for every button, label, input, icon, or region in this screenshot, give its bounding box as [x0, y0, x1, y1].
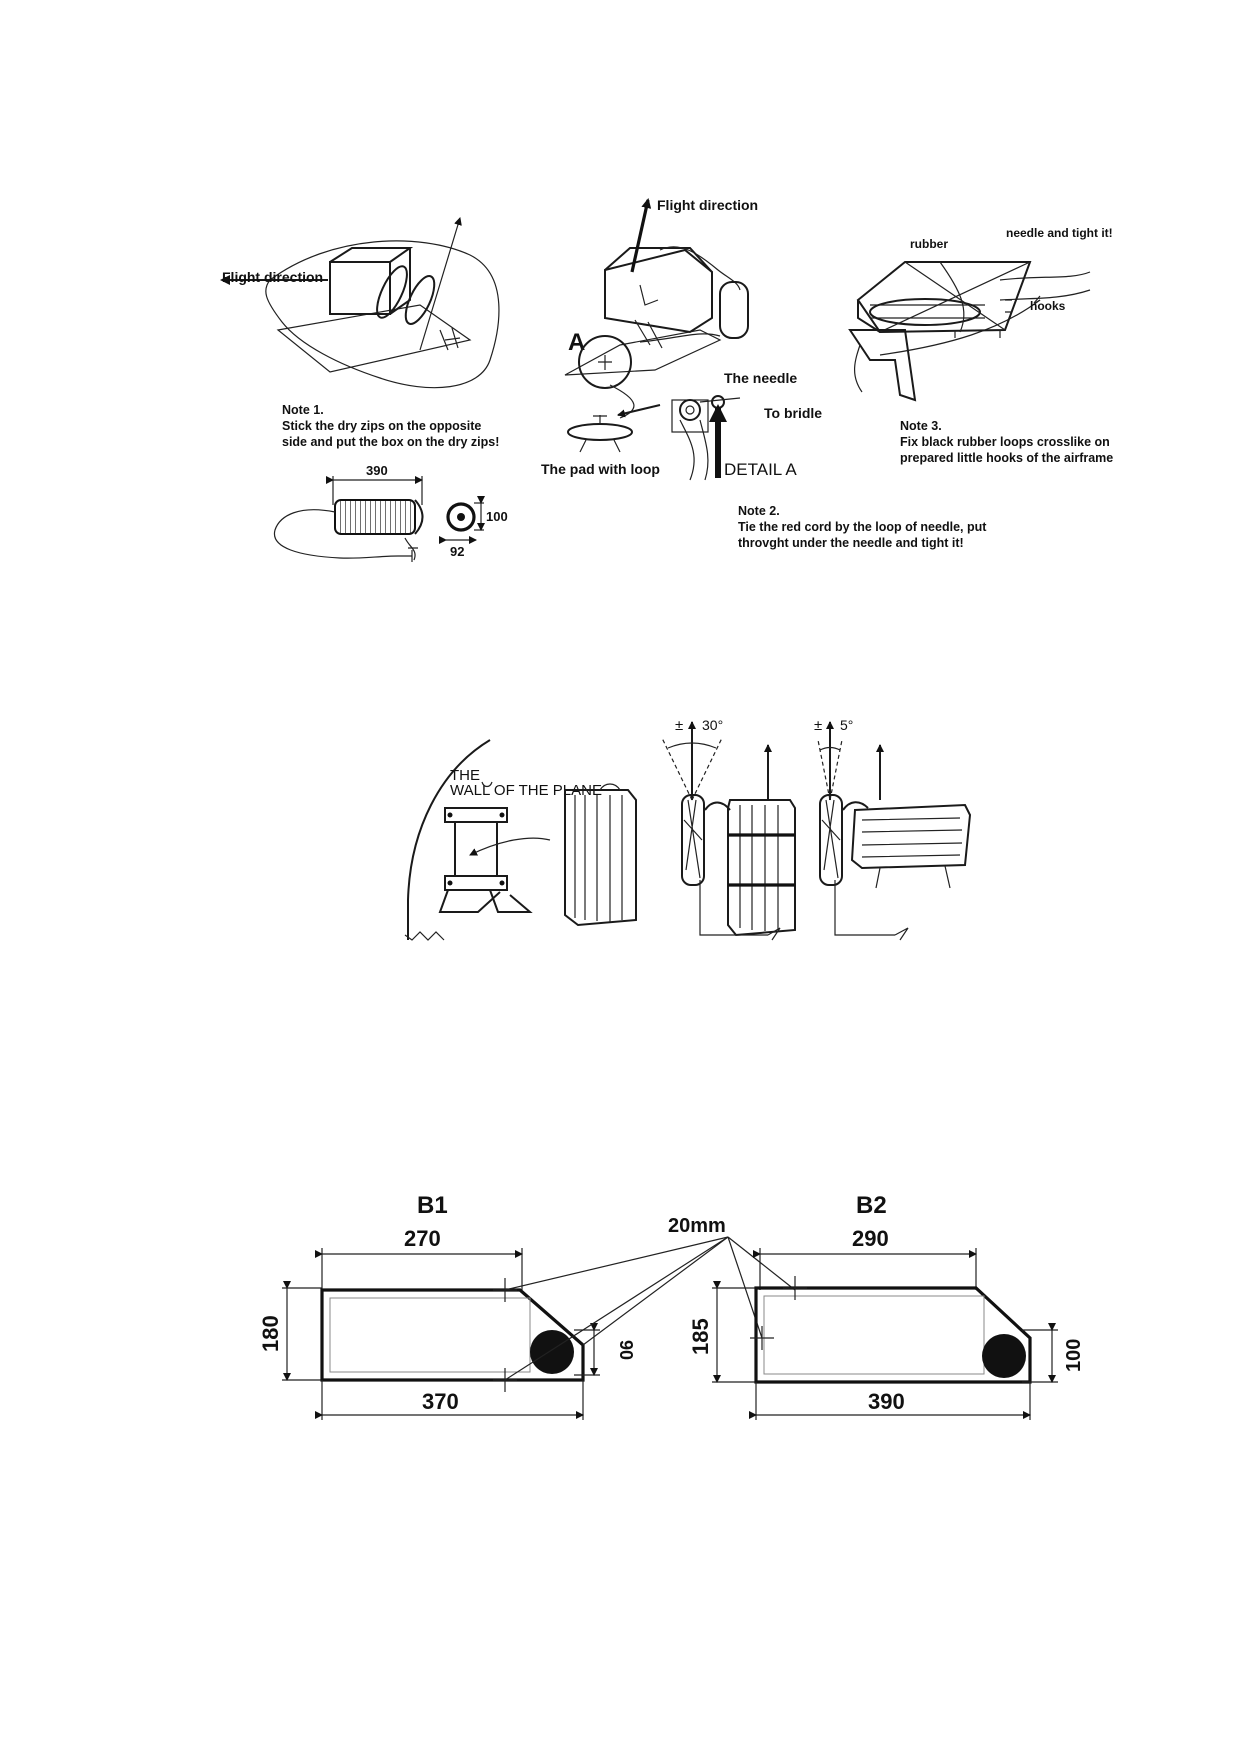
pad-label: The pad with loop — [541, 461, 660, 477]
roll-upright-2 — [819, 794, 843, 886]
bridle-label: To bridle — [764, 405, 822, 421]
label-20mm: 20mm — [668, 1215, 726, 1237]
b2-top-dim: 290 — [852, 1226, 889, 1251]
flight-direction-middle: Flight direction — [657, 197, 758, 213]
b1-left-dim: 180 — [258, 1315, 283, 1352]
b1-diagram: B1 270 180 90 370 — [258, 1192, 636, 1420]
dim-390-top-left: 390 — [366, 463, 388, 478]
note1-line1: Stick the dry zips on the opposite — [282, 419, 481, 433]
parachute-cylinder — [334, 499, 416, 535]
cylinder-roll — [376, 265, 408, 319]
top-left-illustration: Flight direction Note 1. Stick the dry z… — [220, 217, 508, 562]
b1-bottom-dim: 370 — [422, 1389, 459, 1414]
detail-marker-a: A — [568, 329, 585, 356]
note1-line2: side and put the box on the dry zips! — [282, 435, 499, 449]
b1-outline — [320, 1288, 585, 1382]
end-view-roll — [446, 502, 476, 532]
b2-circle — [982, 1334, 1026, 1378]
b2-left-dim: 185 — [688, 1318, 713, 1355]
mounting-illustration: THE WALL OF THE PLANE ± 30° — [404, 717, 972, 941]
b1-right-dim: 90 — [616, 1340, 636, 1360]
b2-right-dim: 100 — [1063, 1339, 1085, 1372]
cylinder-middle — [719, 281, 749, 339]
flight-direction-label: Flight direction — [222, 269, 323, 285]
canopy-stack — [564, 789, 637, 927]
wall-label-line1: THE — [450, 767, 480, 784]
wing-outline — [265, 240, 500, 389]
canopy-horizontal — [850, 803, 972, 870]
needle-label: The needle — [724, 370, 797, 386]
rolled-parachute-right — [869, 298, 981, 326]
dim-100-top-left: 100 — [486, 509, 508, 524]
b1-top-dim: 270 — [404, 1226, 441, 1251]
dim-92-top-left: 92 — [450, 544, 464, 559]
roll-upright-1 — [681, 794, 705, 886]
note1-title: Note 1. — [282, 403, 324, 417]
top-middle-illustration: Flight direction A The pad with loop The… — [541, 197, 987, 550]
angle-30-label: 30° — [702, 717, 723, 733]
plane-wall — [407, 739, 491, 940]
b1-title: B1 — [417, 1192, 448, 1219]
top-right-illustration: rubber needle and tight it! hooks Note 3… — [848, 226, 1113, 465]
rubber-label: rubber — [910, 237, 948, 251]
pm-sign-5: ± — [814, 717, 822, 734]
pad-with-loop — [567, 423, 633, 441]
detail-a-label: DETAIL A — [724, 460, 797, 479]
note3-line1: Fix black rubber loops crosslike on — [900, 435, 1110, 449]
flight-arrow-middle — [630, 198, 652, 273]
b2-outline — [754, 1286, 1032, 1384]
b2-title: B2 — [856, 1192, 887, 1219]
detail-circle — [578, 335, 632, 389]
pm-sign-30: ± — [675, 717, 683, 734]
needle-tight-label: needle and tight it! — [1006, 226, 1113, 240]
b1-circle — [530, 1330, 574, 1374]
angle-5-label: 5° — [840, 717, 853, 733]
hooks-label: hooks — [1030, 299, 1066, 313]
note2-line2: throvght under the needle and tight it! — [738, 536, 964, 550]
up-arrow-left — [419, 217, 462, 351]
b2-bottom-dim: 390 — [868, 1389, 905, 1414]
b2-diagram: B2 290 185 100 390 — [688, 1192, 1085, 1420]
note3-line2: prepared little hooks of the airframe — [900, 451, 1113, 465]
note2-line1: Tie the red cord by the loop of needle, … — [738, 520, 987, 534]
note2-title: Note 2. — [738, 504, 780, 518]
note3-title: Note 3. — [900, 419, 942, 433]
bridle-box — [329, 261, 391, 315]
